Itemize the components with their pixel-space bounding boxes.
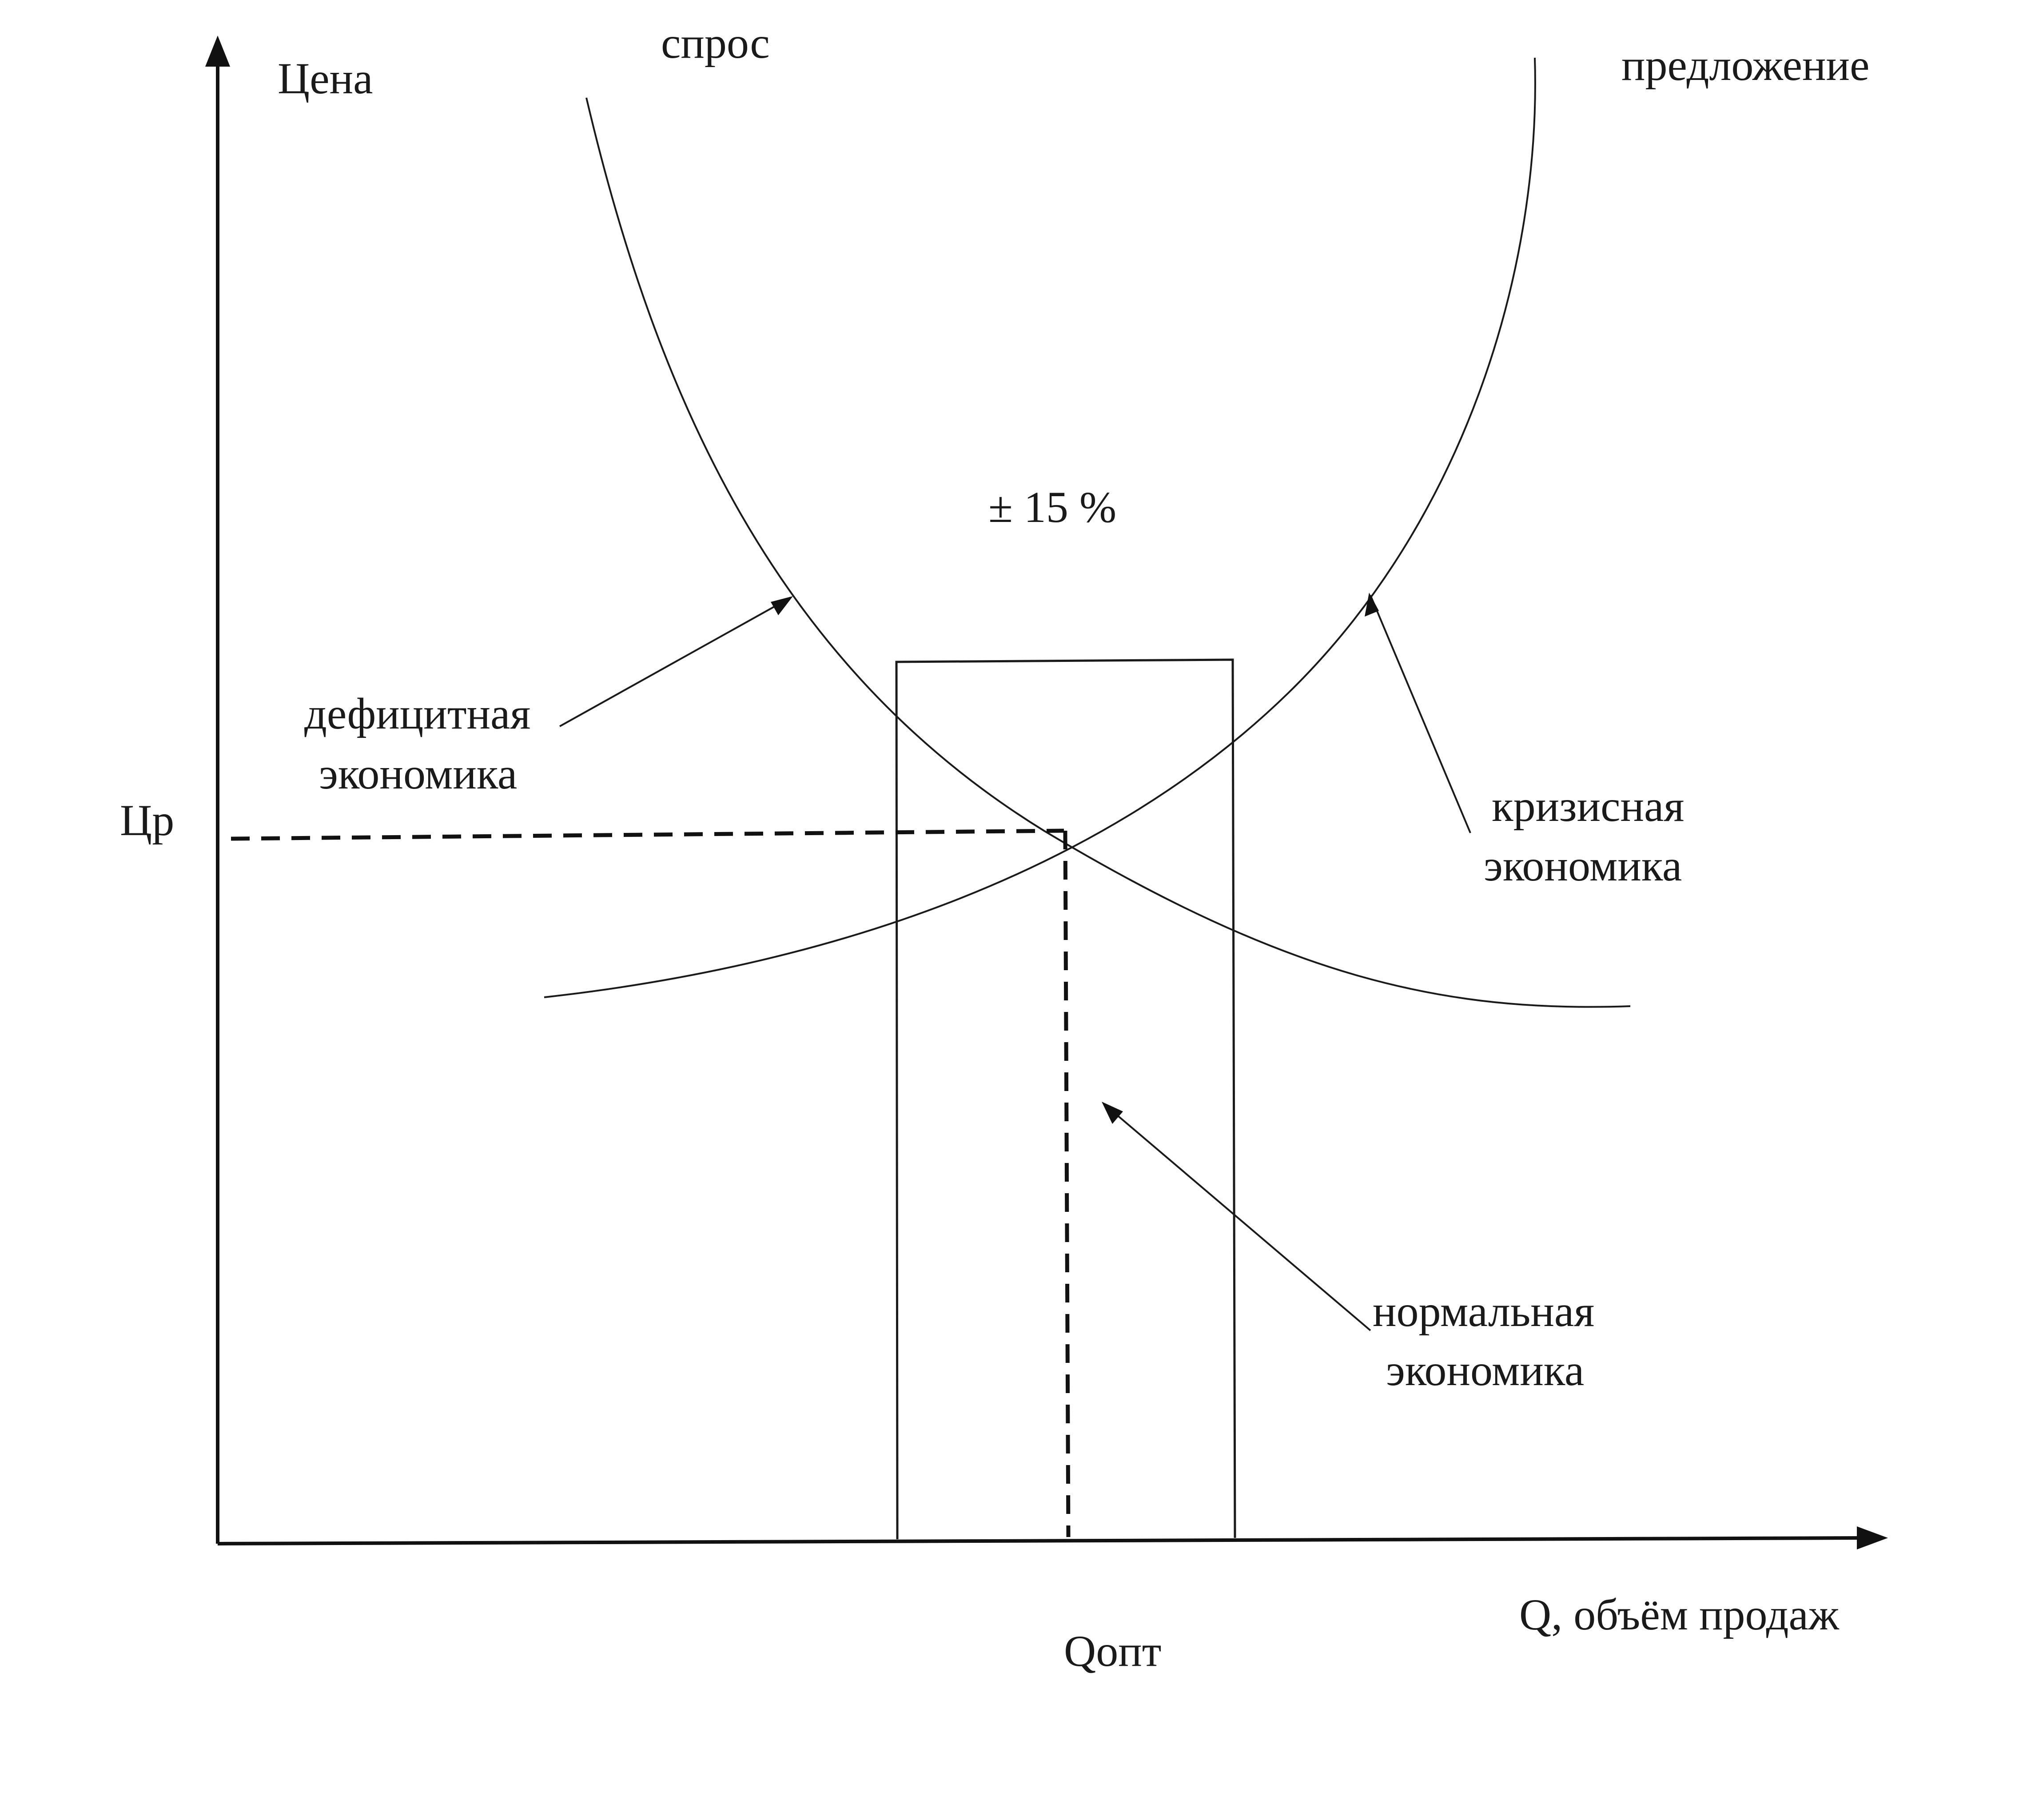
band-percentage-label: ± 15 %: [988, 482, 1116, 532]
normal-pointer-arrow: [1103, 1103, 1371, 1331]
y-axis-arrowhead: [205, 36, 230, 67]
equilibrium-price-label: Цр: [120, 796, 174, 845]
crisis-economy-label-line1: кризисная: [1492, 781, 1684, 831]
x-axis-arrowhead: [1857, 1526, 1888, 1549]
crisis-pointer-arrowhead: [1365, 593, 1379, 617]
normal-pointer-arrowhead: [1102, 1102, 1123, 1124]
normal-economy-label-line2: экономика: [1386, 1346, 1584, 1395]
crisis-economy-label-line2: экономика: [1484, 841, 1682, 890]
demand-label: спрос: [661, 18, 770, 68]
deficit-economy-label-line2: экономика: [319, 749, 517, 798]
supply-label: предложение: [1621, 40, 1869, 90]
supply-curve: [544, 57, 1536, 998]
deficit-pointer-arrowhead: [771, 596, 793, 615]
deficit-economy-label-line1: дефицитная: [304, 689, 530, 738]
normal-band-rectangle: [895, 658, 1236, 1540]
deficit-pointer-arrow: [559, 597, 791, 727]
x-axis-label: Q, объём продаж: [1519, 1590, 1840, 1639]
demand-curve: [585, 97, 1631, 1008]
optimal-quantity-label: Qопт: [1064, 1626, 1161, 1676]
x-axis: [217, 1536, 1866, 1545]
crisis-pointer-arrow: [1370, 595, 1471, 833]
equilibrium-quantity-line: [1063, 830, 1071, 1537]
equilibrium-price-line: [231, 828, 1064, 841]
y-axis-label: Цена: [278, 54, 373, 103]
normal-economy-label-line1: нормальная: [1373, 1286, 1594, 1336]
